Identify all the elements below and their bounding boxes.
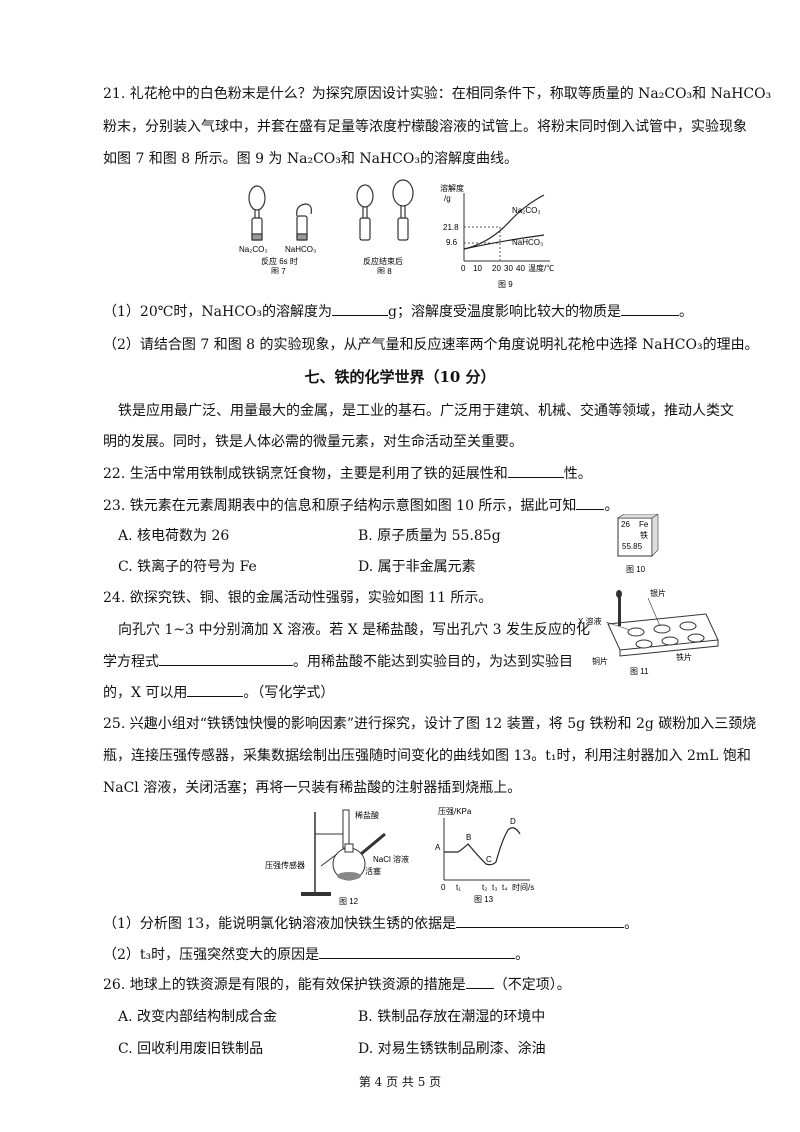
fig9-curve-nahco3 <box>463 234 545 250</box>
fig9-xtick-30: 30 <box>504 264 513 273</box>
fig8-balloon-left <box>356 184 374 241</box>
answer-blank[interactable] <box>332 301 388 316</box>
fig13-caption: 图 13 <box>474 895 494 904</box>
fig10-caption: 图 10 <box>626 565 646 574</box>
fig13-point-d: D <box>510 817 516 826</box>
fig12-label-sensor: 压强传感器 <box>265 860 305 870</box>
answer-blank[interactable] <box>187 682 244 697</box>
fig7-balloon-nahco3 <box>296 203 312 241</box>
q25-sub1: （1）分析图 13，能说明氯化钠溶液加快铁生锈的依据是。 <box>103 913 638 934</box>
q21-sub2: （2）请结合图 7 和图 8 的实验现象，从产气量和反应速率两个角度说明礼花枪中… <box>103 337 759 353</box>
fig13-xtick-0: 0 <box>441 883 446 892</box>
section-intro-line2: 明的发展。同时，铁是人体必需的微量元素，对生命活动至关重要。 <box>103 434 523 450</box>
section-title: 七、铁的化学世界（10 分） <box>304 368 496 386</box>
answer-blank[interactable] <box>456 913 625 928</box>
fig10-symbol: Fe <box>639 520 649 529</box>
fig9-xtick-0: 0 <box>461 264 466 273</box>
fig7-caption: 图 7 <box>271 267 286 274</box>
fig7-label-nahco3: NaHCO₃ <box>285 245 316 254</box>
q24-line3: 学方程式。用稀盐酸不能达到实验目的，为达到实验目 <box>103 651 573 672</box>
fig9-xtick-20: 20 <box>492 264 501 273</box>
q23-option-d[interactable]: D. 属于非金属元素 <box>358 559 476 575</box>
fig11-label-silver: 银片 <box>650 588 666 598</box>
section-intro-line1: 铁是应用最广泛、用量最大的金属，是工业的基石。广泛用于建筑、机械、交通等领域，推… <box>118 403 734 419</box>
figure-13-pressure-curve: 压强/KPa A B C D 0 t₁ t₂ t₃ t₄ 时间/s 图 13 <box>430 804 540 904</box>
fig11-label-copper: 铜片 <box>592 656 608 666</box>
q24-line2: 向孔穴 1~3 中分别滴加 X 溶液。若 X 是稀盐酸，写出孔穴 3 发生反应的… <box>118 622 590 638</box>
q23-option-a[interactable]: A. 核电荷数为 26 <box>118 528 230 544</box>
q23-option-b[interactable]: B. 原子质量为 55.85g <box>358 528 501 544</box>
fig13-xtick-t4: t₄ <box>502 883 508 892</box>
fig11-caption: 图 11 <box>630 667 649 676</box>
fig9-caption: 图 9 <box>498 280 513 289</box>
fig12-label-acid: 稀盐酸 <box>355 810 379 820</box>
fig7-balloon-na2co3 <box>248 185 266 241</box>
q26-option-d[interactable]: D. 对易生锈铁制品刷漆、涂油 <box>358 1041 546 1057</box>
fig11-label-iron: 铁片 <box>676 652 692 662</box>
figure-10-element-card: 26 Fe 铁 55.85 图 10 <box>612 513 672 584</box>
q23-option-c[interactable]: C. 铁离子的符号为 Fe <box>118 559 257 575</box>
fig13-point-a: A <box>435 843 441 852</box>
fig8-balloon-right <box>392 179 414 241</box>
q25-sub2: （2）t₃时，压强突然变大的原因是。 <box>103 944 529 965</box>
fig13-xtick-t3: t₃ <box>492 883 497 892</box>
fig9-curve-label-na2co3: Na₂CO₃ <box>512 206 541 215</box>
fig12-label-nacl: NaCl 溶液 <box>373 854 409 864</box>
figure-12-apparatus: 稀盐酸 NaCl 溶液 压强传感器 活塞 图 12 <box>265 804 415 908</box>
q26-option-c[interactable]: C. 回收利用废旧铁制品 <box>118 1041 264 1057</box>
fig9-tick-9.6: 9.6 <box>446 238 458 247</box>
q26-option-b[interactable]: B. 铁制品存放在潮湿的环境中 <box>358 1009 546 1025</box>
fig9-xtick-40: 40 <box>516 264 525 273</box>
q21-line1: 21. 礼花枪中的白色粉末是什么？为探究原因设计实验：在相同条件下，称取等质量的… <box>103 86 772 102</box>
q25-line2: 瓶，连接压强传感器，采集数据绘制出压强随时间变化的曲线如图 13。t₁时，利用注… <box>103 748 751 764</box>
answer-blank[interactable] <box>319 944 516 959</box>
figure-11-wellplate: 银片 X 溶液 铜片 铁片 图 11 <box>578 584 728 680</box>
fig8-caption-end: 反应结束后 <box>363 256 403 266</box>
fig13-xlabel: 时间/s <box>512 882 534 892</box>
fig13-xtick-t1: t₁ <box>456 883 461 892</box>
answer-blank[interactable] <box>507 463 564 478</box>
fig9-curve-na2co3 <box>463 194 545 250</box>
fig9-xtick-10: 10 <box>473 264 482 273</box>
fig7-caption-time: 反应 6s 时 <box>261 256 298 266</box>
fig9-tick-21.8: 21.8 <box>443 223 459 232</box>
fig8-caption: 图 8 <box>377 267 392 274</box>
fig13-xtick-t2: t₂ <box>482 883 487 892</box>
q24-stem: 24. 欲探究铁、铜、银的金属活动性强弱，实验如图 11 所示。 <box>103 590 493 606</box>
fig12-caption: 图 12 <box>339 897 359 906</box>
fig13-point-b: B <box>466 833 471 842</box>
fig9-ylabel: 溶解度 <box>440 183 464 193</box>
answer-blank[interactable] <box>465 974 494 989</box>
figure-7-8: Na₂CO₃ NaHCO₃ 反应 6s 时 图 7 反应结束后 图 8 <box>225 178 440 276</box>
q23-stem: 23. 铁元素在元素周期表中的信息和原子结构示意图如图 10 所示，据此可知。 <box>103 495 618 516</box>
answer-blank[interactable] <box>159 651 293 666</box>
fig10-mass: 55.85 <box>622 542 643 551</box>
q25-line3: NaCl 溶液，关闭活塞；再将一只装有稀盐酸的注射器插到烧瓶上。 <box>103 780 522 796</box>
answer-blank[interactable] <box>576 495 605 510</box>
fig13-point-c: C <box>486 855 492 864</box>
fig11-label-xsolution: X 溶液 <box>578 616 602 626</box>
fig10-name: 铁 <box>640 530 648 540</box>
q25-line1: 25. 兴趣小组对“铁锈蚀快慢的影响因素”进行探究，设计了图 12 装置，将 5… <box>103 716 757 732</box>
fig13-ylabel: 压强/KPa <box>438 807 472 816</box>
fig12-label-valve: 活塞 <box>365 866 381 876</box>
q21-line2: 粉末，分别装入气球中，并套在盛有足量等浓度柠檬酸溶液的试管上。将粉末同时倒入试管… <box>103 119 747 135</box>
fig7-label-na2co3: Na₂CO₃ <box>239 245 268 254</box>
q26-stem: 26. 地球上的铁资源是有限的，能有效保护铁资源的措施是（不定项）。 <box>103 974 571 995</box>
fig9-xlabel: 温度/℃ <box>528 263 554 273</box>
figure-9-solubility: 溶解度 /g 21.8 9.6 Na₂CO₃ NaHCO₃ 0 10 20 30… <box>440 183 580 293</box>
q26-option-a[interactable]: A. 改变内部结构制成合金 <box>118 1009 278 1025</box>
fig10-atomic-number: 26 <box>621 520 630 529</box>
q22: 22. 生活中常用铁制成铁锅烹饪食物，主要是利用了铁的延展性和性。 <box>103 463 592 484</box>
answer-blank[interactable] <box>620 301 679 316</box>
q24-line4: 的，X 可以用。（写化学式） <box>103 682 334 703</box>
fig9-ylabel-unit: /g <box>444 194 451 203</box>
fig13-curve <box>444 827 521 866</box>
page-footer: 第 4 页 共 5 页 <box>358 1075 442 1089</box>
fig9-curve-label-nahco3: NaHCO₃ <box>512 238 543 247</box>
q21-line3: 如图 7 和图 8 所示。图 9 为 Na₂CO₃和 NaHCO₃的溶解度曲线。 <box>103 151 518 167</box>
